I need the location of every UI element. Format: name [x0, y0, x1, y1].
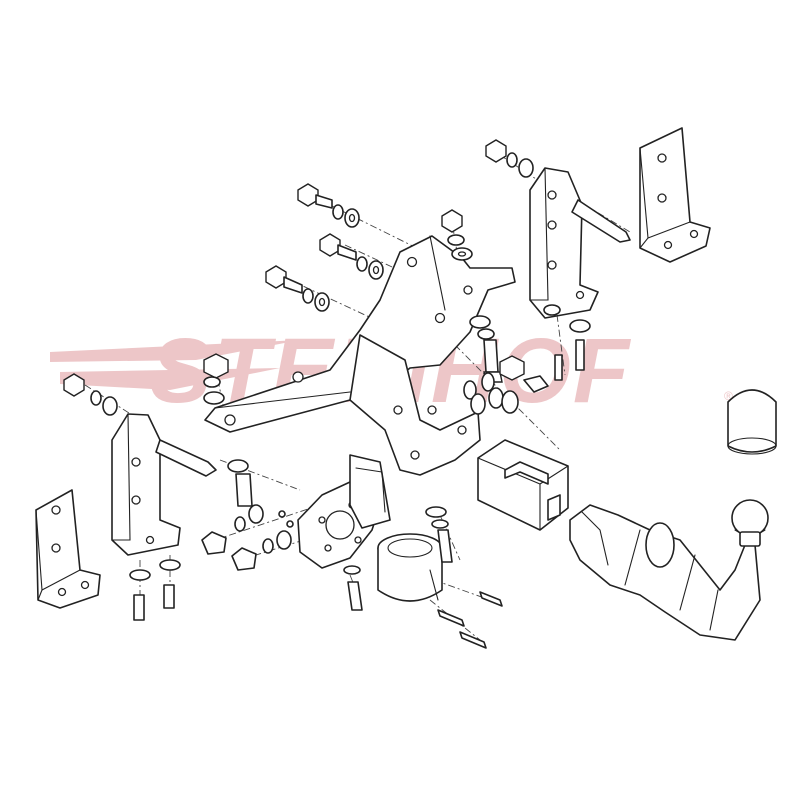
fastener-group-centre-right [463, 355, 549, 415]
fastener-group-top-left [265, 183, 384, 312]
towbar-neck [569, 504, 761, 641]
tow-ball-cap [727, 389, 777, 455]
clamp-block [477, 439, 569, 531]
right-side-bracket [529, 167, 599, 319]
socket-mounting-plate [297, 454, 391, 569]
fastener-group-top-right [485, 139, 631, 381]
left-side-bracket [111, 413, 181, 556]
fastener-group-left [63, 353, 253, 507]
fastener-group-bottom-left [129, 504, 292, 621]
right-angle-plate [639, 127, 711, 263]
electrical-socket [377, 533, 443, 602]
fastener-group-socket [278, 506, 503, 649]
left-angle-plate [35, 489, 101, 609]
tow-ball [731, 499, 769, 547]
central-mounting-plate [349, 334, 481, 476]
watermark-registered-mark: ® [724, 389, 733, 403]
